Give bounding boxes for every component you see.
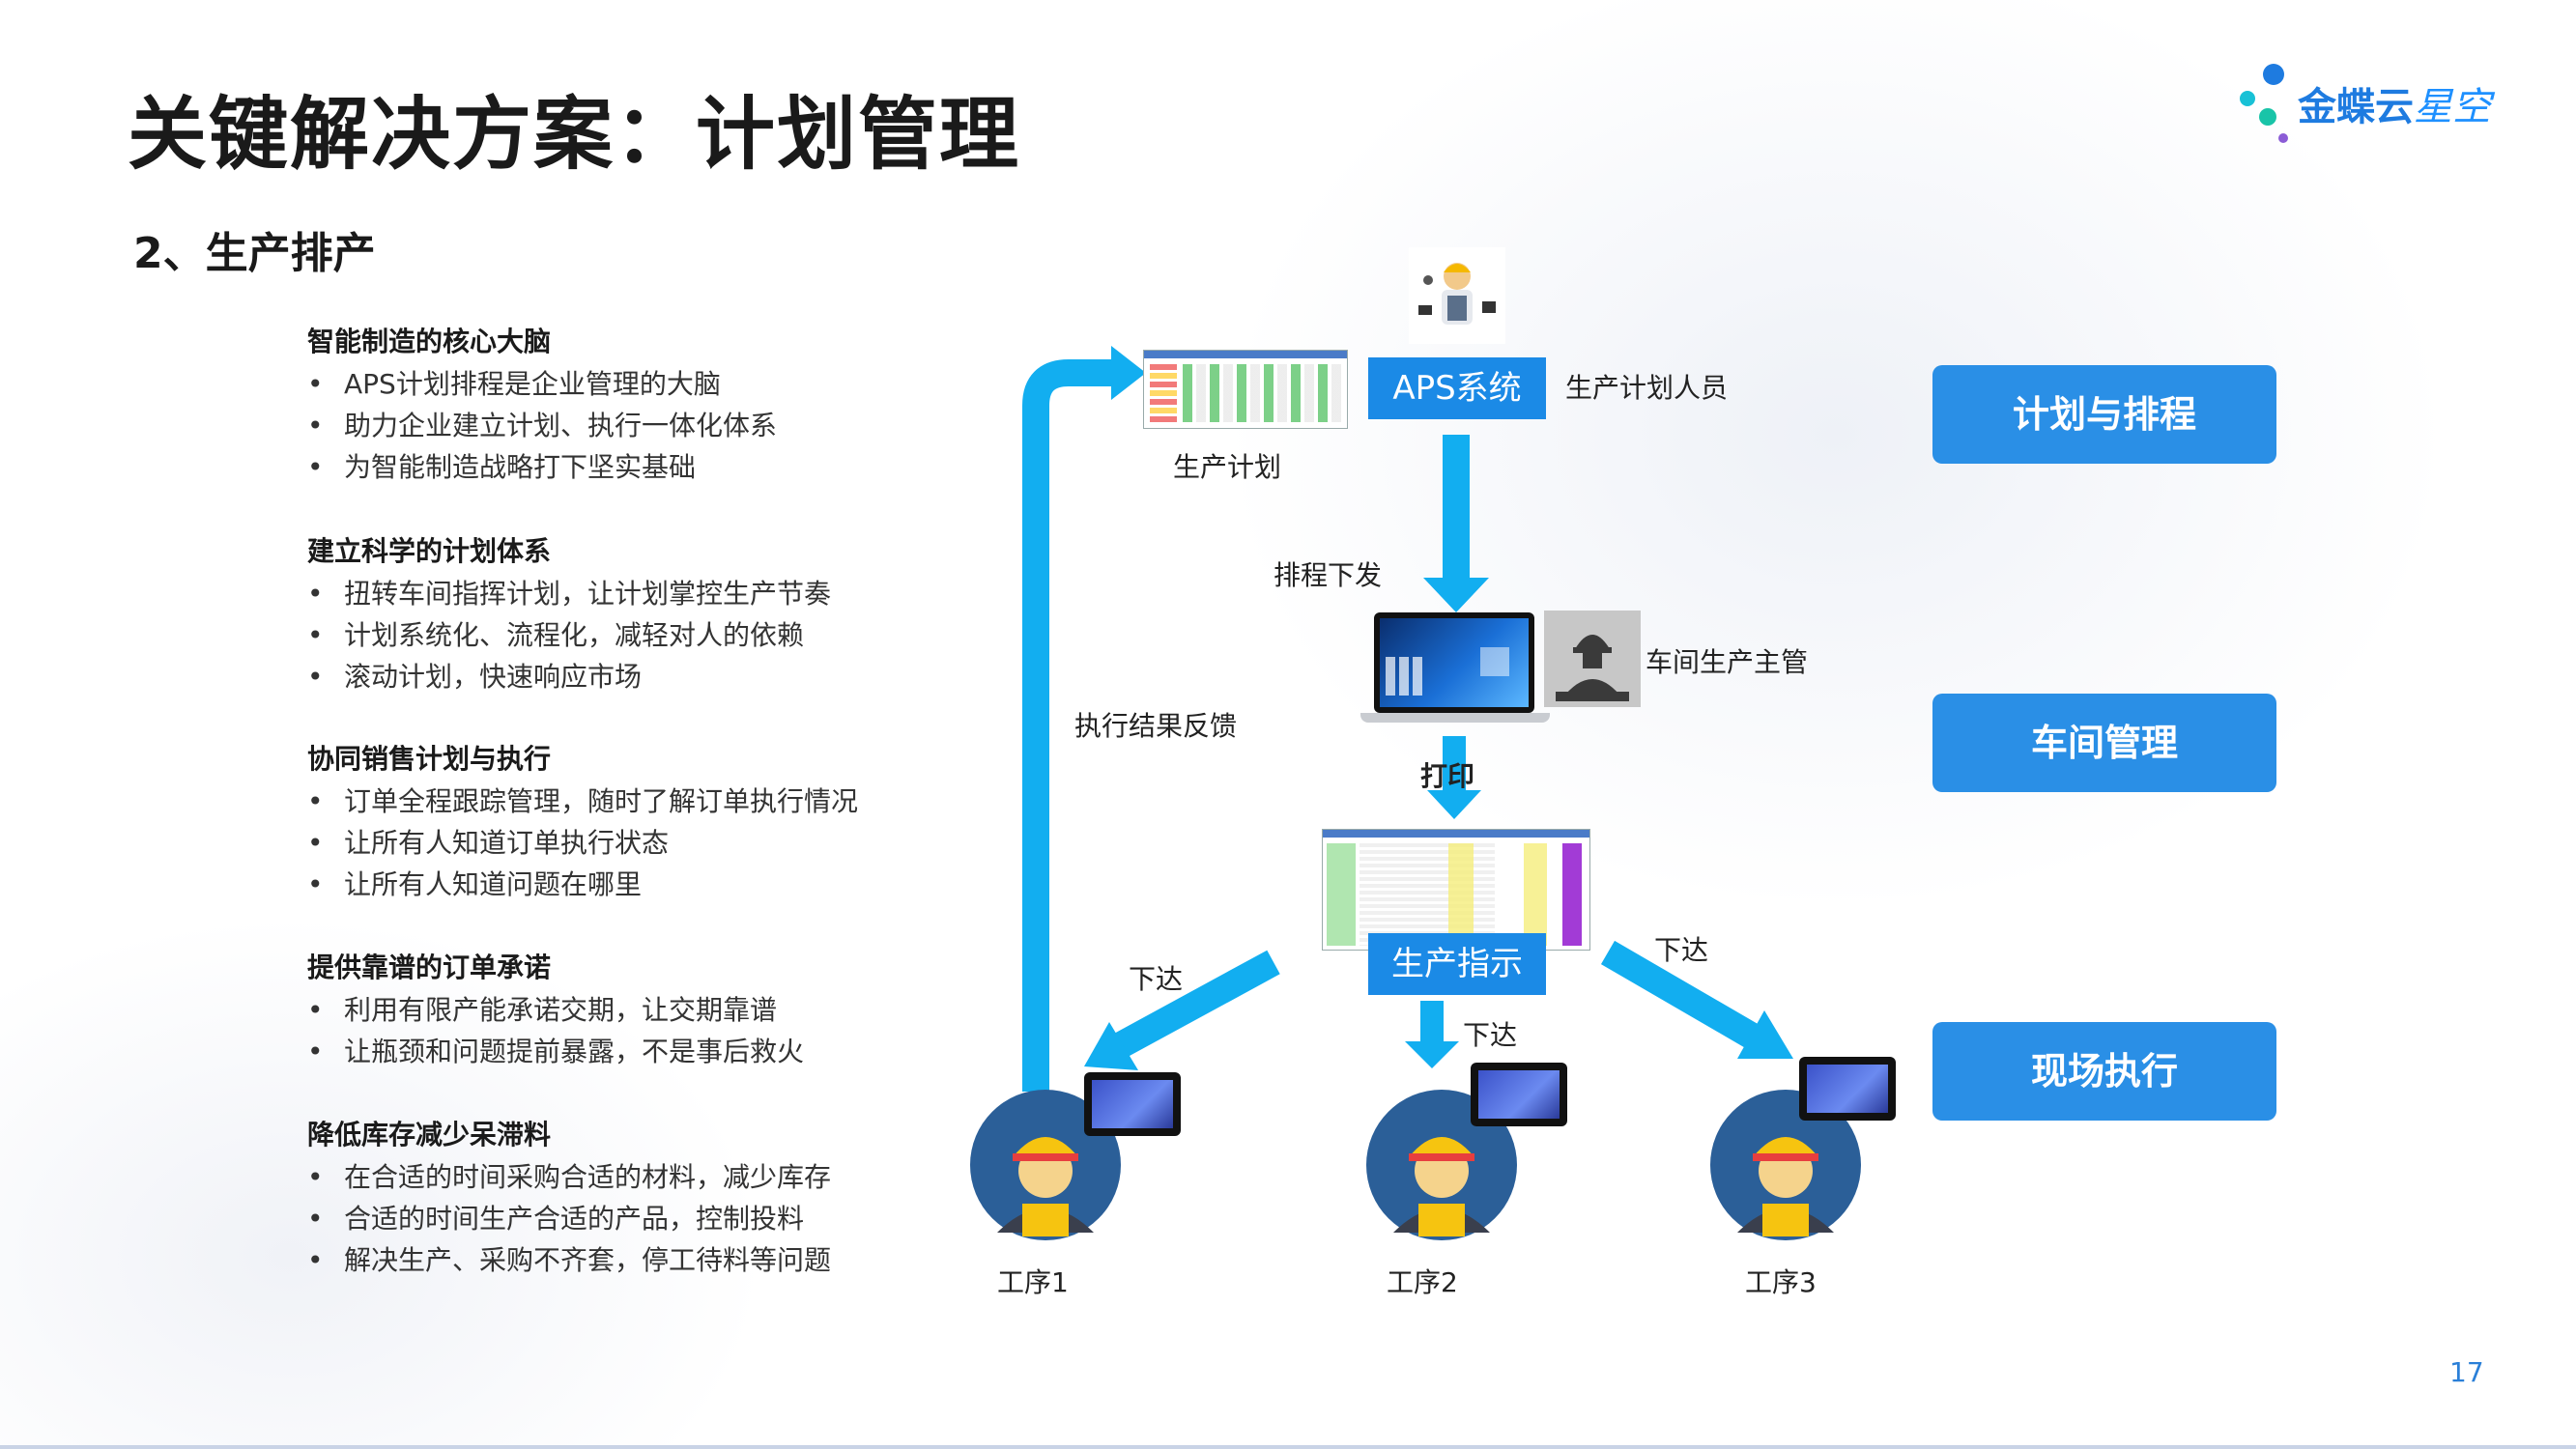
feedback-label: 执行结果反馈 [1074, 710, 1238, 742]
stage-workshop-button: 车间管理 [1932, 694, 2276, 792]
print-arrow [1443, 736, 1466, 794]
production-plan-label: 生产计划 [1173, 451, 1282, 483]
aps-system-box: APS系统 [1368, 357, 1546, 419]
worker-icon [1708, 1088, 1863, 1242]
section-title: 降低库存减少呆滞料 [307, 1119, 552, 1151]
feedback-arrow-head [1111, 346, 1146, 400]
logo-main-text: 金蝶云 [2298, 85, 2414, 129]
issue-left-arrow [1114, 950, 1280, 1058]
bullet-item: 让瓶颈和问题提前暴露，不是事后救火 [307, 1031, 984, 1072]
logo-dot-icon [2263, 64, 2284, 85]
tablet-icon [1799, 1057, 1896, 1121]
issue-left-arrow-head [1084, 1022, 1138, 1070]
dispatch-arrow [1443, 435, 1470, 580]
bullet-item: 滚动计划，快速响应市场 [307, 656, 984, 697]
page-number: 17 [2449, 1356, 2484, 1388]
logo-dot-icon [2240, 91, 2255, 106]
issue-mid-arrow [1420, 1001, 1444, 1045]
worker-icon [968, 1088, 1123, 1242]
stage-execution-button: 现场执行 [1932, 1022, 2276, 1121]
section-title: 协同销售计划与执行 [307, 743, 552, 775]
bullet-item: 为智能制造战略打下坚实基础 [307, 446, 984, 488]
issue-right-label: 下达 [1654, 934, 1709, 966]
instruction-sheet-screenshot [1322, 829, 1590, 951]
section-title: 智能制造的核心大脑 [307, 326, 552, 357]
section-core-brain: 智能制造的核心大脑 APS计划排程是企业管理的大脑 助力企业建立计划、执行一体化… [307, 321, 984, 488]
workshop-manager-label: 车间生产主管 [1646, 646, 1809, 678]
bullet-item: APS计划排程是企业管理的大脑 [307, 363, 984, 405]
section-title: 建立科学的计划体系 [307, 535, 552, 567]
production-plan-screenshot [1143, 350, 1348, 429]
page-title: 关键解决方案：计划管理 [128, 89, 1021, 181]
tablet-icon [1471, 1063, 1567, 1126]
laptop-icon [1360, 609, 1550, 726]
section-sales-collaboration: 协同销售计划与执行 订单全程跟踪管理，随时了解订单执行情况 让所有人知道订单执行… [307, 738, 984, 905]
bullet-item: 合适的时间生产合适的产品，控制投料 [307, 1198, 984, 1239]
issue-mid-arrow-head [1405, 1041, 1459, 1068]
logo-dot-icon [2259, 108, 2276, 126]
kingdee-logo: 金蝶云星空 [2234, 64, 2514, 151]
dispatch-label: 排程下发 [1274, 559, 1383, 591]
workshop-manager-icon [1544, 611, 1641, 707]
bullet-item: 助力企业建立计划、执行一体化体系 [307, 405, 984, 446]
process1-label: 工序1 [997, 1266, 1069, 1298]
tablet-icon [1084, 1072, 1181, 1136]
bullet-item: 让所有人知道订单执行状态 [307, 822, 984, 864]
dispatch-arrow-head [1423, 578, 1489, 612]
bullet-item: 让所有人知道问题在哪里 [307, 864, 984, 905]
feedback-arrow [1022, 359, 1111, 1092]
planner-icon [1409, 247, 1505, 344]
issue-right-arrow-head [1737, 1010, 1793, 1059]
logo-sub-text: 星空 [2414, 85, 2491, 129]
section-inventory: 降低库存减少呆滞料 在合适的时间采购合适的材料，减少库存 合适的时间生产合适的产… [307, 1114, 984, 1281]
issue-left-label: 下达 [1129, 963, 1184, 995]
section-title: 提供靠谱的订单承诺 [307, 952, 552, 983]
bullet-item: 利用有限产能承诺交期，让交期靠谱 [307, 989, 984, 1031]
stage-plan-button: 计划与排程 [1932, 365, 2276, 464]
bullet-item: 订单全程跟踪管理，随时了解订单执行情况 [307, 781, 984, 822]
page-subtitle: 2、生产排产 [133, 229, 376, 278]
logo-dot-icon [2278, 133, 2288, 143]
bottom-bar [0, 1445, 2576, 1449]
process2-label: 工序2 [1387, 1266, 1458, 1298]
worker-icon [1364, 1088, 1519, 1242]
bullet-item: 在合适的时间采购合适的材料，减少库存 [307, 1156, 984, 1198]
bullet-item: 计划系统化、流程化，减轻对人的依赖 [307, 614, 984, 656]
print-arrow-head [1427, 790, 1481, 819]
section-order-promise: 提供靠谱的订单承诺 利用有限产能承诺交期，让交期靠谱 让瓶颈和问题提前暴露，不是… [307, 947, 984, 1072]
issue-mid-label: 下达 [1463, 1019, 1518, 1051]
planner-label: 生产计划人员 [1565, 372, 1729, 404]
bullet-item: 扭转车间指挥计划，让计划掌控生产节奏 [307, 573, 984, 614]
issue-right-arrow [1600, 940, 1759, 1048]
bullet-item: 解决生产、采购不齐套，停工待料等问题 [307, 1239, 984, 1281]
process3-label: 工序3 [1745, 1266, 1817, 1298]
section-planning-system: 建立科学的计划体系 扭转车间指挥计划，让计划掌控生产节奏 计划系统化、流程化，减… [307, 530, 984, 697]
instruction-box: 生产指示 [1368, 933, 1546, 995]
print-label: 打印 [1420, 760, 1475, 792]
